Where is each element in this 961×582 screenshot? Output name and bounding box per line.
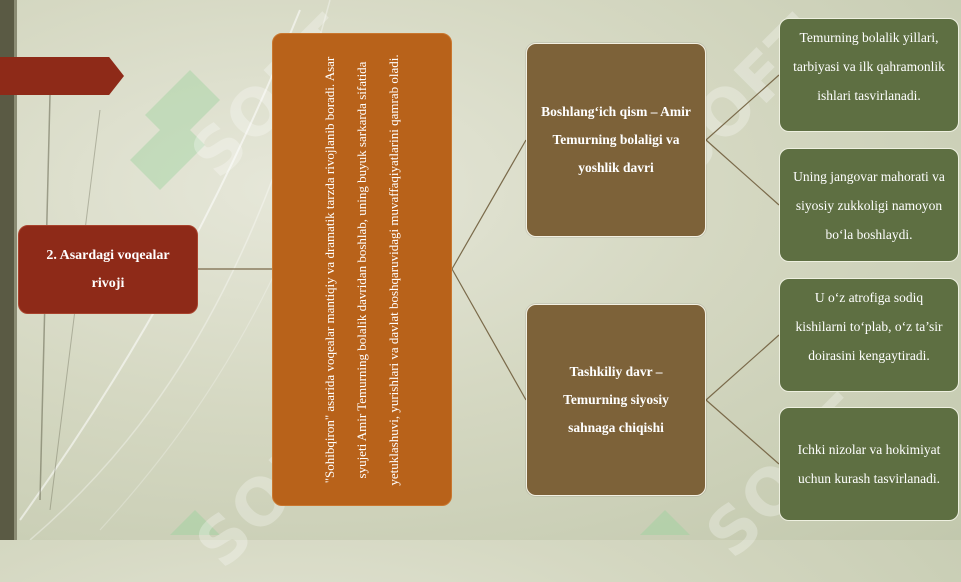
connector-lines xyxy=(198,74,780,465)
summary-node-text: "Sohibqiron" asarida voqealar mantiqiy v… xyxy=(322,53,401,486)
detail-node-text: Ichki nizolar va hokimiyat uchun kurash … xyxy=(797,442,941,486)
detail-node-text: Uning jangovar mahorati va siyosiy zukko… xyxy=(793,168,945,242)
left-accent-bar xyxy=(0,0,14,540)
detail-node: Temurning bolalik yillari, tarbiyasi va … xyxy=(779,18,959,132)
detail-node: Ichki nizolar va hokimiyat uchun kurash … xyxy=(779,407,959,521)
title-arrow-flag xyxy=(0,57,124,95)
root-node-label: 2. Asardagi voqealar rivoji xyxy=(46,247,170,291)
detail-node: U o‘z atrofiga sodiq kishilarni to‘plab,… xyxy=(779,278,959,392)
left-accent-stripe xyxy=(14,0,17,540)
stage-node-organizational: Tashkiliy davr – Temurning siyosiy sahna… xyxy=(526,304,706,496)
stage-node-early: Boshlang‘ich qism – Amir Temurning bolal… xyxy=(526,43,706,237)
detail-node-text: Temurning bolalik yillari, tarbiyasi va … xyxy=(793,30,945,103)
summary-node: "Sohibqiron" asarida voqealar mantiqiy v… xyxy=(272,33,452,506)
detail-node-text: U o‘z atrofiga sodiq kishilarni to‘plab,… xyxy=(795,290,943,363)
stage-node-label: Tashkiliy davr – Temurning siyosiy sahna… xyxy=(563,364,669,435)
detail-node: Uning jangovar mahorati va siyosiy zukko… xyxy=(779,148,959,262)
root-node: 2. Asardagi voqealar rivoji xyxy=(18,225,198,314)
stage-node-label: Boshlang‘ich qism – Amir Temurning bolal… xyxy=(541,104,691,175)
